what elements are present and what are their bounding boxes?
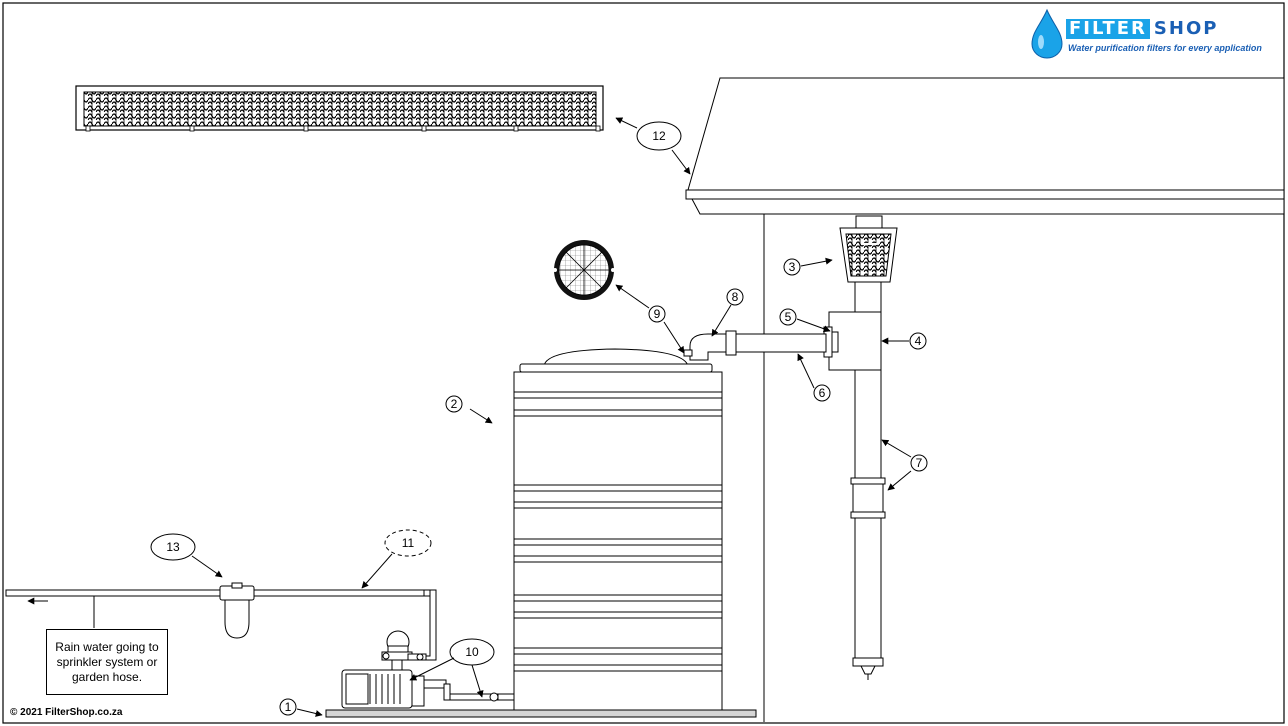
leader-8 bbox=[711, 304, 732, 337]
brand-logo: FILTER SHOP bbox=[1066, 19, 1218, 39]
leader-7b bbox=[887, 470, 912, 491]
inline-filter-housing bbox=[219, 582, 255, 639]
leader-10a bbox=[409, 657, 455, 681]
callout-6-bubble bbox=[813, 384, 831, 402]
leader-9a bbox=[663, 321, 685, 354]
callout-4-label: 4 bbox=[915, 334, 922, 348]
leader-7a bbox=[881, 439, 912, 458]
callout-12-bubble bbox=[636, 121, 682, 151]
brand-word-shop: SHOP bbox=[1153, 18, 1219, 39]
callout-8-label: 8 bbox=[732, 290, 739, 304]
inlet-pipe bbox=[689, 326, 839, 361]
leader-9b bbox=[615, 284, 650, 309]
leader-12a bbox=[615, 117, 638, 129]
callout-3-bubble bbox=[783, 258, 801, 276]
gutter-guard-mesh bbox=[75, 85, 604, 132]
leader-3 bbox=[800, 257, 833, 267]
brand-word-filter: FILTER bbox=[1066, 19, 1150, 39]
booster-pump bbox=[341, 630, 515, 709]
leader-1 bbox=[296, 708, 323, 717]
leader-10b bbox=[471, 664, 484, 698]
callout-11-label: 11 bbox=[402, 536, 415, 550]
water-drop-icon bbox=[1031, 8, 1063, 59]
outlet-note-text: Rain water going to sprinkler system or … bbox=[55, 639, 159, 684]
rain-head-filter bbox=[839, 215, 898, 283]
callout-8-bubble bbox=[726, 288, 744, 306]
callout-2-label: 2 bbox=[451, 397, 458, 411]
leader-11 bbox=[361, 553, 393, 589]
callout-13-bubble bbox=[150, 533, 196, 561]
callout-5-label: 5 bbox=[785, 310, 792, 324]
water-tank bbox=[513, 348, 723, 711]
inlet-fitting bbox=[683, 349, 693, 357]
callout-3-label: 3 bbox=[789, 260, 796, 274]
callout-13-label: 13 bbox=[166, 540, 180, 554]
outlet-note-box: Rain water going to sprinkler system or … bbox=[46, 629, 168, 695]
downpipe bbox=[828, 281, 886, 680]
leader-6 bbox=[797, 353, 815, 389]
callout-10-label: 10 bbox=[465, 645, 479, 659]
callout-1-bubble bbox=[279, 698, 297, 716]
callout-5-bubble bbox=[779, 308, 797, 326]
callout-7-bubble bbox=[910, 454, 928, 472]
callout-7-label: 7 bbox=[916, 456, 923, 470]
tank-base-slab bbox=[325, 709, 757, 718]
callout-11-bubble bbox=[384, 529, 432, 557]
callout-12-label: 12 bbox=[652, 129, 666, 143]
brand-tagline: Water purification filters for every app… bbox=[1068, 43, 1262, 53]
roof-gutter bbox=[685, 77, 1285, 722]
copyright-text: © 2021 FilterShop.co.za bbox=[10, 707, 123, 718]
callout-6-label: 6 bbox=[819, 386, 826, 400]
leader-5 bbox=[796, 318, 831, 333]
leader-12b bbox=[671, 149, 691, 175]
outlet-pipe bbox=[5, 589, 437, 661]
tank-inlet-screen bbox=[553, 240, 615, 300]
leader-2 bbox=[469, 408, 493, 424]
callout-4-bubble bbox=[909, 332, 927, 350]
callout-2-bubble bbox=[445, 395, 463, 413]
callout-1-label: 1 bbox=[285, 700, 292, 714]
callout-9-bubble bbox=[648, 305, 666, 323]
leader-13 bbox=[191, 555, 223, 578]
callout-9-label: 9 bbox=[654, 307, 661, 321]
